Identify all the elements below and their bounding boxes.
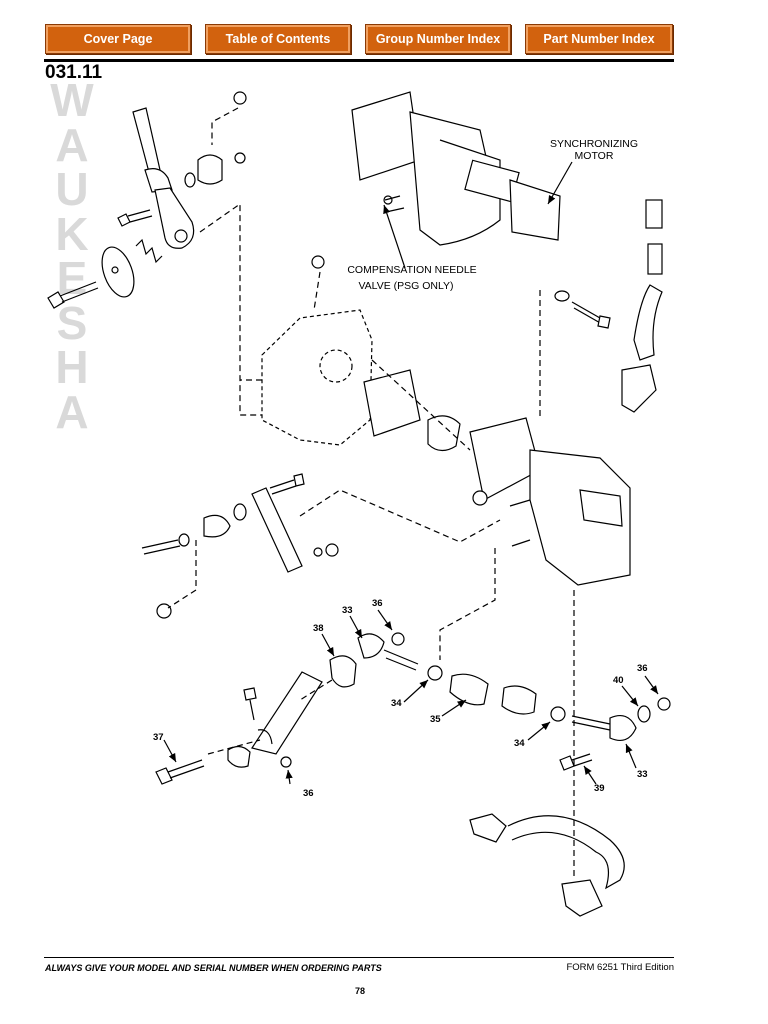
callout-number: 34: [514, 738, 525, 749]
link-bar: [251, 487, 303, 573]
footer-rule: [44, 957, 674, 958]
bolt-upper-lower: [243, 687, 257, 721]
waukesha-watermark: W A U K E S H A: [40, 74, 104, 438]
washer-plate: [101, 246, 135, 298]
watermark-letter: A: [55, 118, 89, 171]
actuator-lower: [469, 417, 631, 586]
callout-number: 36: [637, 663, 648, 674]
leader-lower-left: [207, 679, 333, 755]
tube-assembly: [469, 813, 625, 917]
nut-34-right: [550, 706, 566, 722]
group-number-index-button[interactable]: Group Number Index: [365, 24, 511, 54]
fittings-right: [621, 199, 663, 413]
ordering-notice: ALWAYS GIVE YOUR MODEL AND SERIAL NUMBER…: [45, 963, 382, 973]
rod-end: [197, 154, 223, 185]
coupling: [427, 415, 461, 452]
bolt-middle: [269, 473, 305, 495]
spacer-lower: [227, 745, 251, 768]
rod-end-middle: [141, 503, 247, 555]
washer-hole: [111, 266, 119, 274]
set-screw-36: [280, 756, 292, 768]
callout-number: 39: [594, 783, 605, 794]
nut-top: [233, 91, 247, 105]
callout-number: 36: [303, 788, 314, 799]
watermark-letter: S: [56, 296, 88, 349]
synchronizing-motor-label: SYNCHRONIZING: [550, 138, 638, 150]
nut-link: [325, 543, 339, 557]
callout-number: 40: [613, 675, 624, 686]
watermark-letter: E: [56, 252, 88, 304]
spacer-38: [329, 655, 357, 688]
watermark-letter: A: [55, 385, 89, 438]
synchronizing-motor-leader: [547, 161, 573, 205]
rod-end-33: [357, 633, 419, 671]
sleeve-right: [501, 685, 537, 715]
control-lever: [132, 107, 173, 193]
washer-small: [313, 547, 323, 557]
housing-dashed: [261, 309, 373, 446]
compensation-valve-label: VALVE (PSG ONLY): [358, 280, 453, 292]
leader-middle: [313, 271, 541, 451]
compensation-valve-label: COMPENSATION NEEDLE: [347, 264, 476, 276]
table-of-contents-button[interactable]: Table of Contents: [205, 24, 351, 54]
lever-lower: [251, 671, 323, 755]
leader-lines-upper-left: [199, 107, 262, 416]
lever-arm: [154, 187, 195, 249]
watermark-letter: K: [55, 207, 89, 260]
callout-arrows: [163, 609, 659, 785]
callout-number: 38: [313, 623, 324, 634]
bolt-left: [47, 281, 99, 309]
nut-small: [178, 533, 190, 547]
compensation-valve-leader: [383, 204, 406, 269]
bolt-37: [155, 759, 205, 785]
header-rule: [44, 59, 674, 62]
watermark-letter: W: [50, 74, 94, 126]
sleeve-35: [449, 673, 489, 706]
callout-number: 33: [637, 769, 648, 780]
nut-36-upper: [391, 632, 405, 646]
callout-number: 37: [153, 732, 164, 743]
cover-page-button[interactable]: Cover Page: [45, 24, 191, 54]
synchronizing-motor-label: MOTOR: [575, 150, 614, 162]
page-id: 031.11: [45, 62, 103, 83]
callout-number: 36: [372, 598, 383, 609]
watermark-letter: U: [55, 163, 89, 215]
bolt-39: [559, 753, 593, 771]
actuator-top: [351, 91, 561, 246]
nut-36-right: [657, 697, 671, 711]
spring: [135, 238, 163, 264]
rod-end-33-right: [571, 715, 637, 741]
leader-lines-middle: [167, 489, 575, 880]
form-number: FORM 6251 Third Edition: [566, 962, 674, 973]
nut-34: [427, 665, 443, 681]
nut: [234, 152, 246, 164]
watermark-letter: H: [55, 341, 89, 393]
washer-40: [637, 705, 651, 723]
washer: [184, 172, 196, 188]
gasket: [363, 369, 421, 437]
callout-number: 33: [342, 605, 353, 616]
part-number-index-button[interactable]: Part Number Index: [525, 24, 673, 54]
nut-middle: [311, 255, 325, 269]
small-bolt: [117, 209, 153, 227]
bolt-right-upper: [554, 290, 611, 329]
page-number: 78: [354, 986, 365, 996]
callout-number: 35: [430, 714, 441, 725]
nut-lower-left: [156, 603, 172, 619]
callout-number: 34: [391, 698, 402, 709]
